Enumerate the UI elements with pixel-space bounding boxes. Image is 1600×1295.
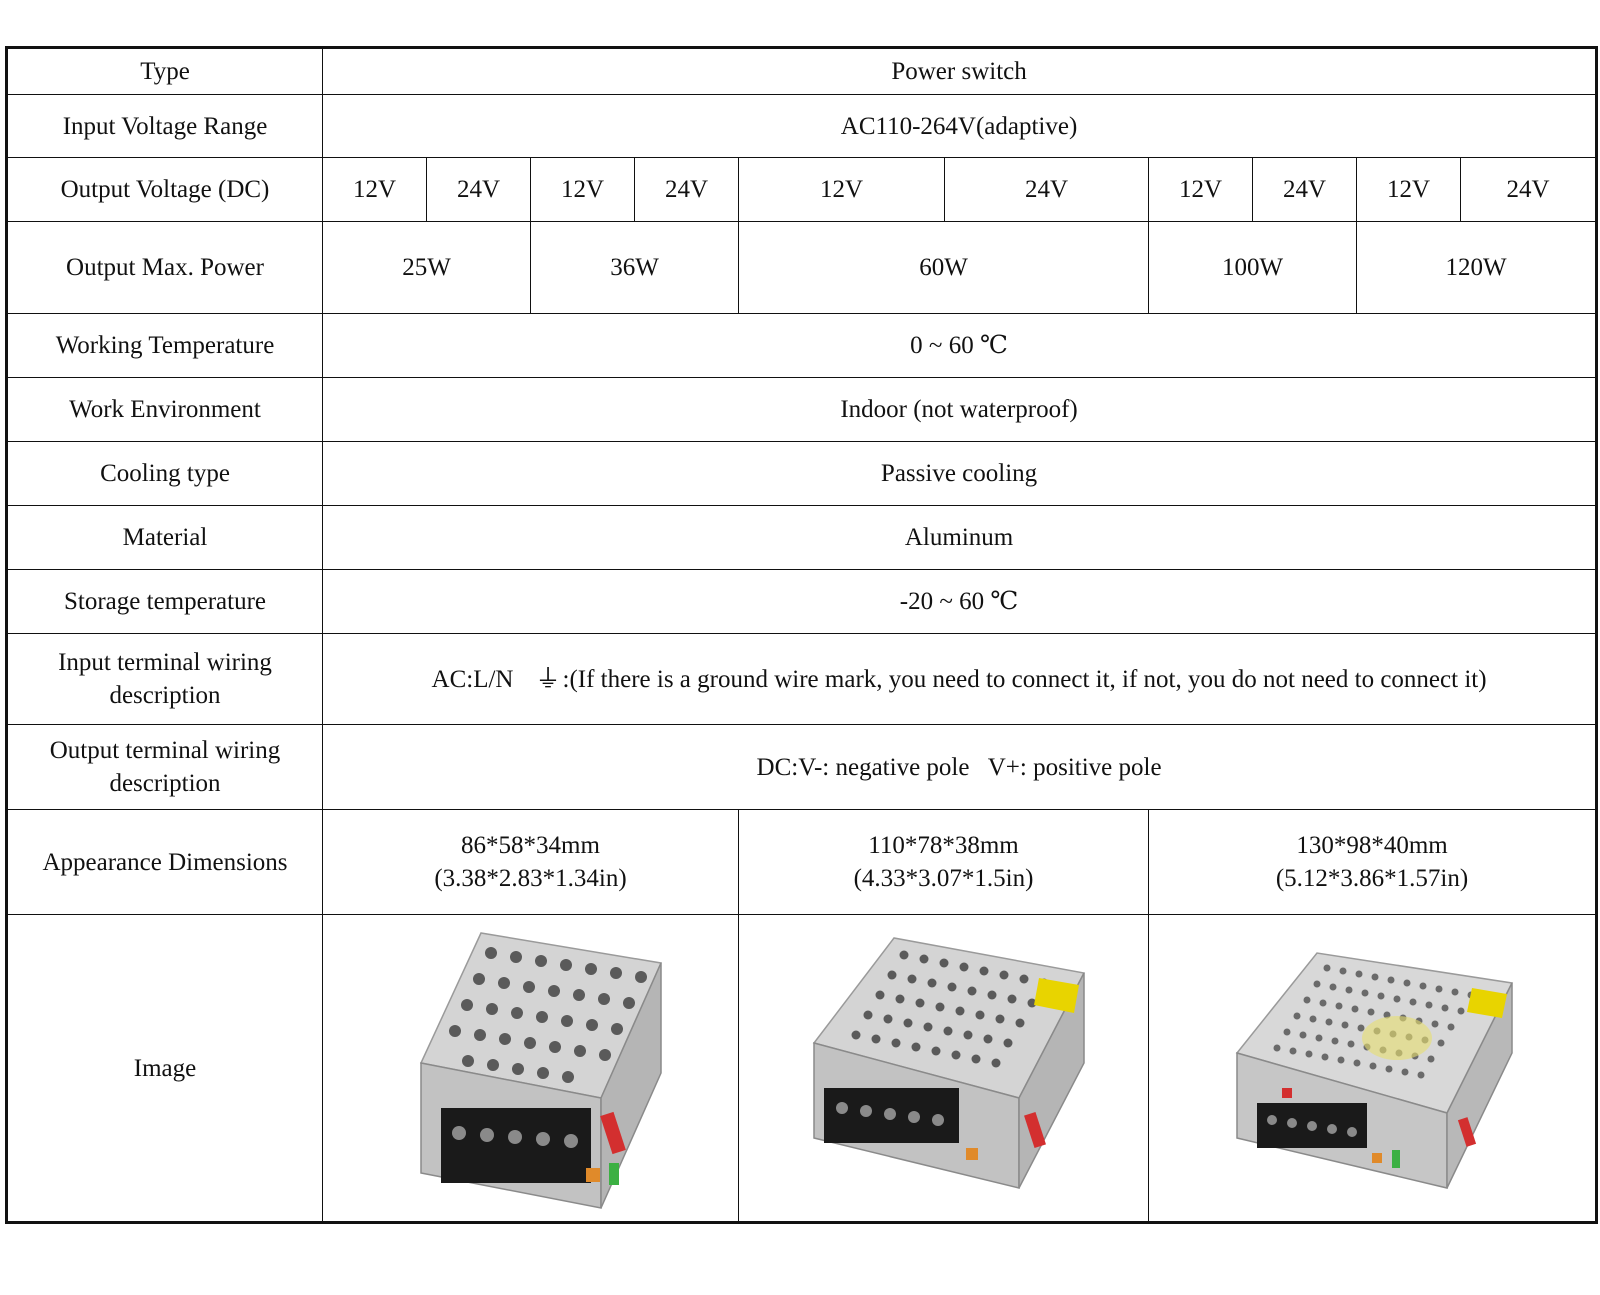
image-cell	[1147, 914, 1598, 1223]
input-wiring-prefix: AC:L/N	[431, 665, 514, 693]
dimensions-cell: 110*78*38mm (4.33*3.07*1.5in)	[738, 809, 1149, 915]
dimensions-mm: 130*98*40mm	[1296, 832, 1448, 859]
dimensions-in: (5.12*3.86*1.57in)	[1275, 865, 1469, 892]
input-wiring-suffix: :(If there is a ground wire mark, you ne…	[562, 665, 1487, 693]
work-env-value: Indoor (not waterproof)	[321, 377, 1598, 442]
dimensions-mm: 86*58*34mm	[461, 832, 600, 859]
dimensions-mm: 110*78*38mm	[868, 832, 1019, 859]
row-storage-temp: Storage temperature -20 ~ 60 ℃	[6, 569, 1598, 634]
input-wiring-label-line2: description	[109, 682, 221, 709]
spec-table: Type Power switch Input Voltage Range AC…	[5, 46, 1599, 1224]
working-temp-label: Working Temperature	[6, 313, 323, 378]
image-cell	[738, 914, 1149, 1223]
material-value: Aluminum	[321, 505, 1598, 570]
row-type: Type Power switch	[6, 47, 1598, 95]
input-wiring-label: Input terminal wiring description	[6, 633, 323, 725]
image-label: Image	[6, 914, 323, 1223]
row-dimensions: Appearance Dimensions 86*58*34mm (3.38*2…	[6, 809, 1598, 915]
row-image: Image	[6, 914, 1598, 1223]
dimensions-in: (4.33*3.07*1.5in)	[853, 865, 1034, 892]
output-wiring-label-line1: Output terminal wiring	[49, 737, 281, 764]
output-voltage-cell: 24V	[426, 157, 531, 222]
cooling-value: Passive cooling	[321, 441, 1598, 506]
output-power-cell: 100W	[1148, 221, 1357, 314]
image-cell	[322, 914, 739, 1223]
dimensions-label: Appearance Dimensions	[6, 809, 323, 915]
dimensions-cell: 130*98*40mm (5.12*3.86*1.57in)	[1147, 809, 1598, 915]
output-voltage-cell: 24V	[634, 157, 739, 222]
dimensions-cell: 86*58*34mm (3.38*2.83*1.34in)	[322, 809, 739, 915]
output-power-label: Output Max. Power	[6, 221, 323, 314]
cooling-label: Cooling type	[6, 441, 323, 506]
power-supply-small-image	[419, 932, 662, 1209]
working-temp-value: 0 ~ 60 ℃	[321, 313, 1598, 378]
output-voltage-label: Output Voltage (DC)	[6, 157, 323, 222]
output-wiring-label: Output terminal wiring description	[6, 724, 323, 810]
output-voltage-cell: 12V	[322, 157, 427, 222]
output-voltage-cell: 24V	[1252, 157, 1357, 222]
row-cooling: Cooling type Passive cooling	[6, 441, 1598, 506]
row-input-wiring: Input terminal wiring description AC:L/N…	[6, 633, 1598, 725]
row-material: Material Aluminum	[6, 505, 1598, 570]
output-voltage-cell: 12V	[1356, 157, 1461, 222]
ground-icon: ⏚	[535, 665, 561, 693]
output-voltage-cell: 24V	[944, 157, 1149, 222]
input-voltage-label: Input Voltage Range	[6, 94, 323, 158]
storage-temp-value: -20 ~ 60 ℃	[321, 569, 1598, 634]
output-power-cell: 120W	[1355, 221, 1598, 314]
output-voltage-cell: 12V	[1148, 157, 1253, 222]
input-wiring-label-line1: Input terminal wiring	[58, 649, 272, 676]
row-output-voltage: Output Voltage (DC) 12V 24V 12V 24V 12V …	[6, 157, 1598, 222]
row-output-wiring: Output terminal wiring description DC:V-…	[6, 724, 1598, 810]
dimensions-in: (3.38*2.83*1.34in)	[434, 865, 627, 892]
output-power-cell: 36W	[530, 221, 739, 314]
material-label: Material	[6, 505, 323, 570]
output-power-cell: 25W	[322, 221, 531, 314]
input-voltage-value: AC110-264V(adaptive)	[321, 94, 1598, 158]
input-wiring-value: AC:L/N ⏚:(If there is a ground wire mark,…	[321, 633, 1598, 725]
type-label: Type	[6, 47, 323, 95]
output-wiring-label-line2: description	[109, 770, 221, 797]
output-wiring-value: DC:V-: negative pole V+: positive pole	[321, 724, 1598, 810]
row-output-power: Output Max. Power 25W 36W 60W 100W 120W	[6, 221, 1598, 314]
type-value: Power switch	[321, 47, 1598, 95]
output-voltage-cell: 12V	[738, 157, 945, 222]
power-supply-medium-image	[812, 937, 1085, 1189]
output-power-cell: 60W	[738, 221, 1149, 314]
row-input-voltage: Input Voltage Range AC110-264V(adaptive)	[6, 94, 1598, 158]
output-voltage-cell: 12V	[530, 157, 635, 222]
storage-temp-label: Storage temperature	[6, 569, 323, 634]
power-supply-large-image	[1235, 952, 1514, 1189]
row-work-env: Work Environment Indoor (not waterproof)	[6, 377, 1598, 442]
output-voltage-cell: 24V	[1459, 157, 1598, 222]
row-working-temp: Working Temperature 0 ~ 60 ℃	[6, 313, 1598, 378]
work-env-label: Work Environment	[6, 377, 323, 442]
